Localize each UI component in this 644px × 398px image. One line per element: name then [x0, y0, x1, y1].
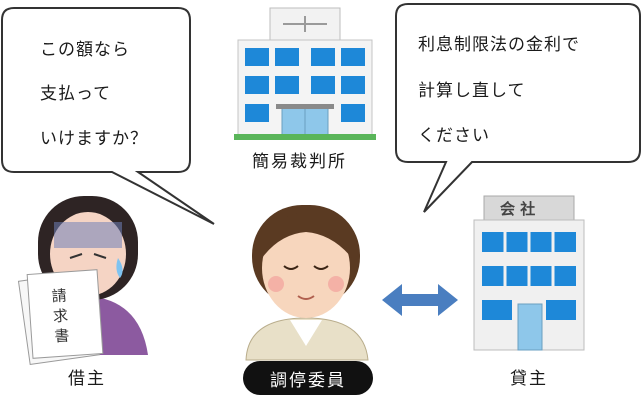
mediator-label: 調停委員: [270, 370, 346, 391]
borrower-bubble-line-1: この額なら: [40, 40, 130, 60]
lender-speech-bubble: [395, 3, 641, 213]
claim-document-icon: [17, 269, 104, 366]
borrower-speech-bubble: [1, 7, 215, 225]
company-building-icon: [473, 195, 585, 351]
lender-bubble-line-1: 利息制限法の金利で: [418, 35, 580, 55]
borrower-bubble-line-3: いけますか？: [40, 129, 148, 149]
mediator-person-icon: [245, 205, 369, 361]
lender-label: 貸主: [510, 369, 548, 389]
mediator-badge: 調停委員: [243, 361, 373, 395]
company-sign-label: 会 社: [500, 200, 536, 218]
court-building-icon: [234, 7, 376, 140]
borrower-person-icon: [17, 196, 148, 366]
borrower-label: 借主: [68, 369, 106, 389]
court-label: 簡易裁判所: [252, 152, 347, 172]
double-arrow-icon: [382, 284, 458, 316]
lender-bubble-line-3: ください: [418, 126, 490, 146]
borrower-bubble-line-2: 支払って: [40, 84, 112, 104]
lender-bubble-line-2: 計算し直して: [418, 81, 526, 101]
